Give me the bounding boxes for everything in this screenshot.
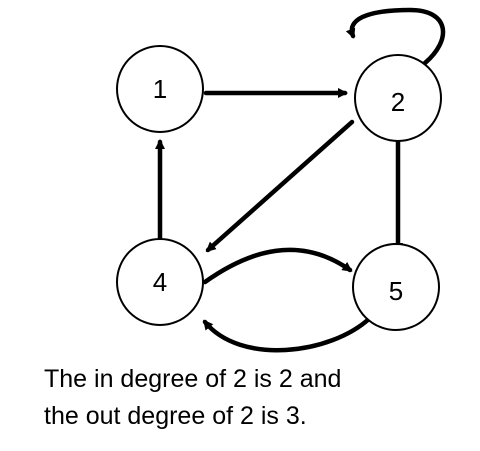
node-5-label: 5 <box>389 276 403 306</box>
edge-2-self-loop <box>345 7 446 66</box>
node-4-label: 4 <box>153 267 167 297</box>
node-5: 5 <box>352 243 440 331</box>
edge-2-to-4 <box>205 119 355 253</box>
caption-line-1: The in degree of 2 is 2 and <box>44 365 342 393</box>
node-2-label: 2 <box>391 87 405 117</box>
caption-line-2: the out degree of 2 is 3. <box>44 402 307 430</box>
node-1: 1 <box>116 45 204 133</box>
edge-5-to-4 <box>202 315 373 353</box>
node-4: 4 <box>116 238 204 326</box>
node-2: 2 <box>354 54 442 142</box>
node-1-label: 1 <box>153 74 167 104</box>
edge-4-to-5 <box>202 247 353 285</box>
